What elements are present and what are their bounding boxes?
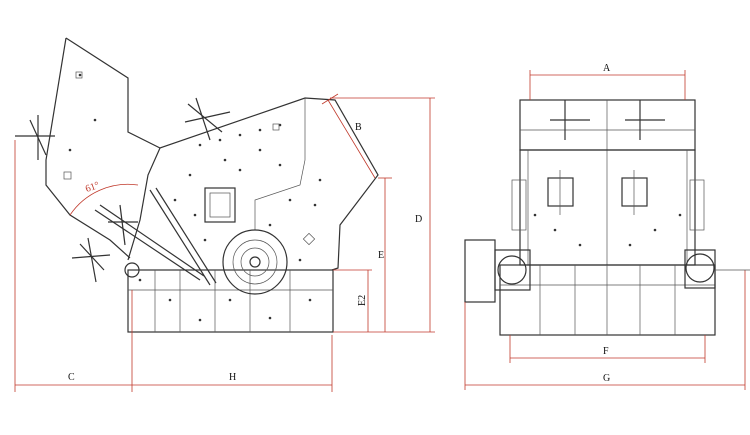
handwheel-bottom (71, 237, 111, 283)
label-h: H (229, 372, 236, 383)
top-handles (550, 100, 665, 140)
label-d: D (415, 214, 422, 225)
rotor (222, 229, 288, 295)
front-view (464, 99, 716, 336)
side-dimensions (14, 93, 435, 392)
handwheel-left (15, 115, 55, 160)
front-dimensions (464, 70, 750, 390)
label-e: E (378, 250, 384, 261)
label-g: G (603, 373, 610, 384)
label-c: C (68, 372, 75, 383)
pulley (464, 239, 496, 303)
handwheel-mid (108, 204, 138, 246)
base-frame (127, 269, 334, 333)
front-curtain (45, 37, 131, 259)
label-f: F (603, 346, 609, 357)
label-b: B (355, 122, 362, 133)
base (499, 264, 716, 336)
handwheel-top (184, 97, 231, 141)
body (519, 149, 696, 266)
angle-label: 61° (84, 180, 101, 195)
label-a: A (603, 63, 611, 74)
label-e2: E2 (357, 295, 368, 306)
hopper-outline (65, 37, 379, 271)
top-frame (519, 99, 696, 151)
side-view (15, 37, 379, 333)
